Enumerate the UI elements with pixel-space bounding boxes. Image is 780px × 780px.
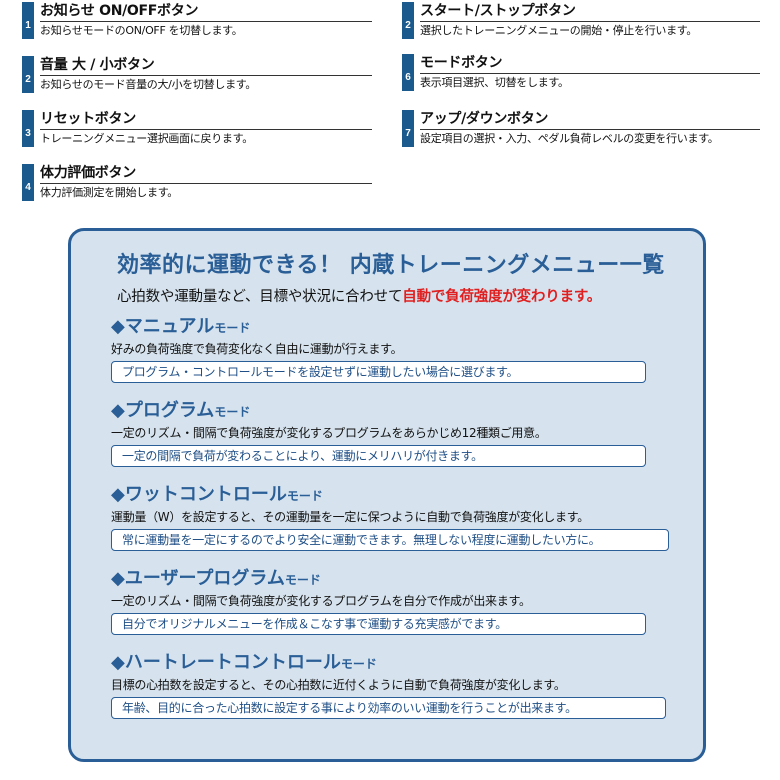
button-title: リセットボタン [40, 110, 372, 130]
mode-suffix: モード [214, 321, 251, 335]
number-badge: 4 [22, 164, 34, 201]
mode-name: マニュアル [124, 316, 215, 337]
button-item-up-down: 7 アップ/ダウンボタン 設定項目の選択・入力、ペダル負荷レベルの変更を行います… [402, 110, 760, 147]
mode-desc: 目標の心拍数を設定すると、その心拍数に近付くように自動で負荷強度が変化します。 [111, 678, 566, 692]
mode-note: 一定の間隔で負荷が変わることにより、運動にメリハリが付きます。 [111, 445, 646, 467]
mode-note: 年齢、目的に合った心拍数に設定する事により効率のいい運動を行うことが出来ます。 [111, 697, 666, 719]
mode-name: ハートレートコントロール [124, 652, 341, 673]
mode-user-program: ◆ユーザープログラムモード 一定のリズム・間隔で負荷強度が変化するプログラムを自… [111, 567, 671, 635]
mode-suffix: モード [284, 573, 321, 587]
subtitle-highlight: 自動で負荷強度が変わります。 [402, 289, 602, 305]
number-badge: 7 [402, 110, 414, 147]
mode-suffix: モード [340, 657, 377, 671]
button-desc: 選択したトレーニングメニューの開始・停止を行います。 [420, 24, 698, 37]
training-menu-panel: 効率的に運動できる！ 内蔵トレーニングメニュー一覧 心拍数や運動量など、目標や状… [68, 228, 706, 762]
button-item-start-stop: 2 スタート/ストップボタン 選択したトレーニングメニューの開始・停止を行います… [402, 2, 760, 39]
diamond-icon: ◆ [111, 400, 125, 421]
mode-heading: ◆マニュアルモード [111, 315, 671, 340]
mode-name: プログラム [124, 400, 215, 421]
mode-desc: 一定のリズム・間隔で負荷強度が変化するプログラムをあらかじめ12種類ご用意。 [111, 426, 547, 440]
number-badge: 2 [402, 2, 414, 39]
number-badge: 2 [22, 56, 34, 93]
button-item-fitness-test: 4 体力評価ボタン 体力評価測定を開始します。 [22, 164, 372, 201]
mode-program: ◆プログラムモード 一定のリズム・間隔で負荷強度が変化するプログラムをあらかじめ… [111, 399, 671, 467]
diamond-icon: ◆ [111, 652, 125, 673]
mode-suffix: モード [214, 405, 251, 419]
mode-note: 常に運動量を一定にするのでより安全に運動できます。無理しない程度に運動したい方に… [111, 529, 669, 551]
number-badge: 3 [22, 110, 34, 147]
button-desc: 設定項目の選択・入力、ペダル負荷レベルの変更を行います。 [420, 132, 719, 145]
mode-note: 自分でオリジナルメニューを作成＆こなす事で運動する充実感がでます。 [111, 613, 646, 635]
button-title: スタート/ストップボタン [420, 2, 760, 22]
diamond-icon: ◆ [111, 568, 125, 589]
mode-desc: 好みの負荷強度で負荷変化なく自由に運動が行えます。 [111, 342, 403, 356]
button-desc: 表示項目選択、切替をします。 [420, 76, 569, 89]
number-badge: 1 [22, 2, 34, 39]
button-title: アップ/ダウンボタン [420, 110, 760, 130]
mode-watt-control: ◆ワットコントロールモード 運動量（W）を設定すると、その運動量を一定に保つよう… [111, 483, 671, 551]
subtitle-text: 心拍数や運動量など、目標や状況に合わせて [117, 289, 403, 305]
button-title: お知らせ ON/OFFボタン [40, 2, 372, 22]
button-item-reset: 3 リセットボタン トレーニングメニュー選択画面に戻ります。 [22, 110, 372, 147]
mode-heading: ◆ユーザープログラムモード [111, 567, 671, 592]
button-title: モードボタン [420, 54, 760, 74]
button-item-volume: 2 音量 大 / 小ボタン お知らせのモード音量の大/小を切替します。 [22, 56, 372, 93]
mode-heading: ◆ハートレートコントロールモード [111, 651, 671, 676]
button-title: 体力評価ボタン [40, 164, 372, 184]
mode-desc: 一定のリズム・間隔で負荷強度が変化するプログラムを自分で作成が出来ます。 [111, 594, 531, 608]
mode-note: プログラム・コントロールモードを設定せずに運動したい場合に選びます。 [111, 361, 646, 383]
button-desc: 体力評価測定を開始します。 [40, 186, 178, 199]
button-item-mode: 6 モードボタン 表示項目選択、切替をします。 [402, 54, 760, 91]
mode-name: ユーザープログラム [124, 568, 285, 589]
button-item-notice-onoff: 1 お知らせ ON/OFFボタン お知らせモードのON/OFF を切替します。 [22, 2, 372, 39]
mode-suffix: モード [286, 489, 323, 503]
button-desc: トレーニングメニュー選択画面に戻ります。 [40, 132, 253, 145]
mode-heading: ◆ワットコントロールモード [111, 483, 671, 508]
panel-subtitle: 心拍数や運動量など、目標や状況に合わせて自動で負荷強度が変わります。 [117, 285, 601, 306]
mode-heading: ◆プログラムモード [111, 399, 671, 424]
number-badge: 6 [402, 54, 414, 91]
button-title: 音量 大 / 小ボタン [40, 56, 372, 76]
button-desc: お知らせモードのON/OFF を切替します。 [40, 24, 243, 37]
mode-name: ワットコントロール [124, 484, 287, 505]
mode-desc: 運動量（W）を設定すると、その運動量を一定に保つように自動で負荷強度が変化します… [111, 510, 589, 524]
diamond-icon: ◆ [111, 484, 125, 505]
mode-heart-rate-control: ◆ハートレートコントロールモード 目標の心拍数を設定すると、その心拍数に近付くよ… [111, 651, 671, 719]
mode-manual: ◆マニュアルモード 好みの負荷強度で負荷変化なく自由に運動が行えます。 プログラ… [111, 315, 671, 383]
button-desc: お知らせのモード音量の大/小を切替します。 [40, 78, 257, 91]
diamond-icon: ◆ [111, 316, 125, 337]
panel-title: 効率的に運動できる！ 内蔵トレーニングメニュー一覧 [117, 253, 665, 278]
